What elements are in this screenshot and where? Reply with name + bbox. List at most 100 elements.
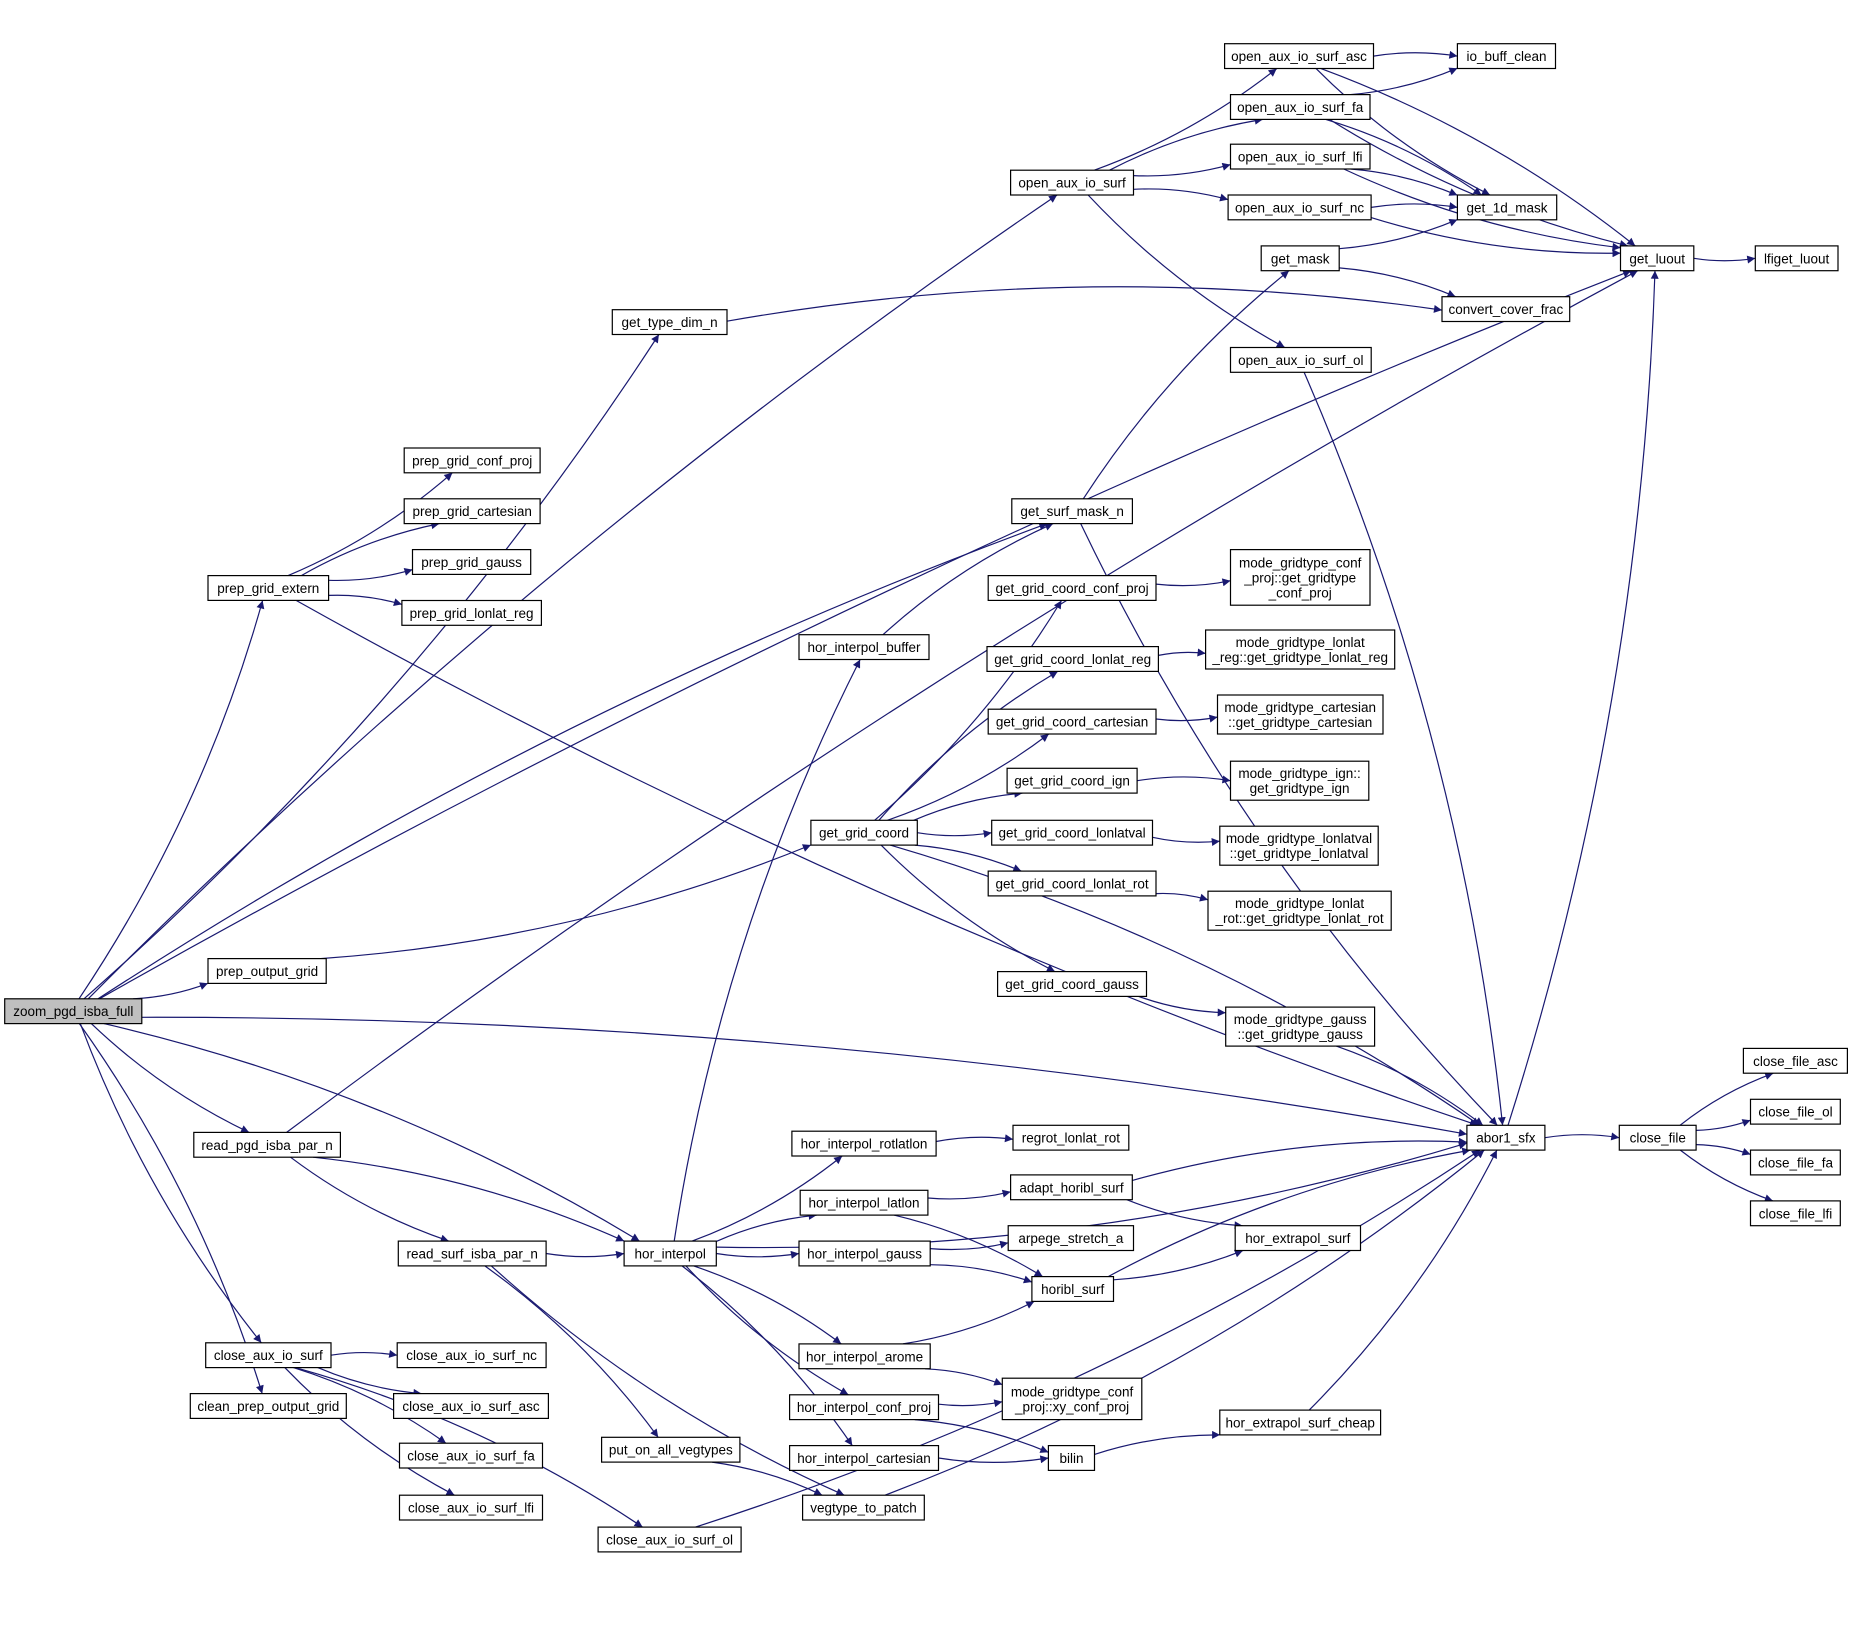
node-open-aux-io-surf[interactable]: open_aux_io_surf bbox=[1009, 169, 1135, 196]
node-box bbox=[798, 634, 930, 661]
node-close-file-ol[interactable]: close_file_ol bbox=[1749, 1098, 1841, 1125]
node-hor-interpol-latlon[interactable]: hor_interpol_latlon bbox=[799, 1189, 929, 1216]
node-read-surf-isba-par-n[interactable]: read_surf_isba_par_n bbox=[397, 1240, 547, 1267]
node-label: prep_grid_extern bbox=[217, 581, 319, 596]
edge-hor_interpol-to-hor_interpol_arome bbox=[693, 1265, 842, 1345]
node-open-aux-io-surf-lfi[interactable]: open_aux_io_surf_lfi bbox=[1229, 143, 1371, 170]
node-box bbox=[799, 1189, 929, 1216]
edge-read_pgd_isba_par_n-to-read_surf_isba_par_n bbox=[290, 1156, 449, 1243]
node-label: hor_interpol_cartesian bbox=[797, 1451, 931, 1466]
node-box bbox=[1456, 194, 1558, 221]
node-horibl-surf[interactable]: horibl_surf bbox=[1031, 1275, 1115, 1302]
node-box bbox=[1260, 245, 1340, 272]
node-close-aux-io-surf-asc[interactable]: close_aux_io_surf_asc bbox=[393, 1392, 550, 1419]
node-get-grid-coord-cartesian[interactable]: get_grid_coord_cartesian bbox=[987, 708, 1157, 735]
node-close-file-lfi[interactable]: close_file_lfi bbox=[1749, 1200, 1841, 1227]
node-hor-extrapol-surf[interactable]: hor_extrapol_surf bbox=[1234, 1225, 1362, 1252]
node-hor-interpol-rotlatlon[interactable]: hor_interpol_rotlatlon bbox=[791, 1130, 937, 1157]
node-close-aux-io-surf-nc[interactable]: close_aux_io_surf_nc bbox=[396, 1342, 547, 1369]
node-open-aux-io-surf-fa[interactable]: open_aux_io_surf_fa bbox=[1229, 93, 1371, 120]
node-close-aux-io-surf-lfi[interactable]: close_aux_io_surf_lfi bbox=[398, 1494, 544, 1521]
node-get-grid-coord-lonlat-reg[interactable]: get_grid_coord_lonlat_reg bbox=[986, 645, 1159, 672]
node-abor1-sfx[interactable]: abor1_sfx bbox=[1466, 1124, 1546, 1151]
node-get-type-dim-n[interactable]: get_type_dim_n bbox=[611, 309, 728, 336]
edge-zoom_pgd_isba_full-to-get_type_dim_n bbox=[83, 334, 660, 1000]
node-box bbox=[1749, 1098, 1841, 1125]
node-io-buff-clean[interactable]: io_buff_clean bbox=[1456, 43, 1557, 70]
node-hor-interpol-gauss[interactable]: hor_interpol_gauss bbox=[798, 1240, 931, 1267]
node-prep-grid-conf-proj[interactable]: prep_grid_conf_proj bbox=[403, 447, 541, 474]
edge-zoom_pgd_isba_full-to-prep_output_grid bbox=[133, 982, 209, 1000]
node-clean-prep-output-grid[interactable]: clean_prep_output_grid bbox=[189, 1392, 347, 1419]
edge-get_grid_coord_cartesian-to-mg_cartesian bbox=[1155, 714, 1218, 723]
node-get-grid-coord-lonlat-rot[interactable]: get_grid_coord_lonlat_rot bbox=[987, 870, 1157, 897]
node-mg-cartesian[interactable]: mode_gridtype_cartesian::get_gridtype_ca… bbox=[1216, 694, 1384, 735]
node-regrot-lonlat-rot[interactable]: regrot_lonlat_rot bbox=[1012, 1124, 1130, 1151]
edge-hor_interpol_arome-to-horibl_surf bbox=[902, 1300, 1035, 1345]
edge-get_grid_coord-to-get_grid_coord_ign bbox=[913, 789, 1023, 821]
node-label: close_aux_io_surf_asc bbox=[402, 1399, 540, 1414]
node-close-aux-io-surf-fa[interactable]: close_aux_io_surf_fa bbox=[398, 1442, 544, 1469]
node-hor-interpol-buffer[interactable]: hor_interpol_buffer bbox=[798, 634, 930, 661]
node-prep-output-grid[interactable]: prep_output_grid bbox=[207, 957, 327, 984]
node-hor-interpol-conf-proj[interactable]: hor_interpol_conf_proj bbox=[788, 1394, 940, 1421]
node-mg-lonlatval[interactable]: mode_gridtype_lonlatval::get_gridtype_lo… bbox=[1219, 825, 1379, 866]
node-mg-xy-conf-proj[interactable]: mode_gridtype_conf_proj::xy_conf_proj bbox=[1001, 1377, 1143, 1421]
node-arpege-stretch-a[interactable]: arpege_stretch_a bbox=[1007, 1225, 1135, 1252]
node-mg-ign[interactable]: mode_gridtype_ign::get_gridtype_ign bbox=[1229, 760, 1370, 801]
edge-get_luout-to-lfiget_luout bbox=[1693, 255, 1756, 264]
node-zoom-pgd-isba-full[interactable]: zoom_pgd_isba_full bbox=[4, 998, 143, 1025]
node-open-aux-io-surf-ol[interactable]: open_aux_io_surf_ol bbox=[1229, 346, 1372, 373]
node-open-aux-io-surf-nc[interactable]: open_aux_io_surf_nc bbox=[1227, 194, 1372, 221]
node-label: hor_interpol_rotlatlon bbox=[801, 1137, 928, 1152]
node-box bbox=[801, 1494, 925, 1521]
node-close-file-asc[interactable]: close_file_asc bbox=[1742, 1047, 1849, 1074]
node-box bbox=[1227, 194, 1372, 221]
edge-get_grid_coord_gauss-to-mg_gauss bbox=[1138, 995, 1226, 1017]
node-adapt-horibl-surf[interactable]: adapt_horibl_surf bbox=[1009, 1174, 1133, 1201]
edge-adapt_horibl_surf-to-abor1_sfx bbox=[1132, 1137, 1467, 1181]
node-read-pgd-isba-par-n[interactable]: read_pgd_isba_par_n bbox=[193, 1131, 342, 1158]
node-open-aux-io-surf-asc[interactable]: open_aux_io_surf_asc bbox=[1223, 43, 1375, 70]
node-label: read_surf_isba_par_n bbox=[407, 1247, 538, 1262]
edge-hor_interpol-to-hor_interpol_latlon bbox=[716, 1211, 817, 1242]
node-hor-interpol-arome[interactable]: hor_interpol_arome bbox=[798, 1343, 931, 1370]
edge-get_mask-to-convert_cover_frac bbox=[1339, 267, 1456, 298]
edge-hor_interpol_latlon-to-adapt_horibl_surf bbox=[927, 1189, 1011, 1200]
node-label: close_aux_io_surf_fa bbox=[407, 1449, 535, 1464]
node-hor-interpol-cartesian[interactable]: hor_interpol_cartesian bbox=[788, 1444, 940, 1471]
node-mg-lonlat-rot[interactable]: mode_gridtype_lonlat_rot::get_gridtype_l… bbox=[1207, 890, 1392, 931]
node-label: bilin bbox=[1059, 1451, 1083, 1466]
node-close-file-fa[interactable]: close_file_fa bbox=[1749, 1149, 1841, 1176]
node-get-grid-coord-gauss[interactable]: get_grid_coord_gauss bbox=[996, 970, 1148, 997]
node-close-aux-io-surf-ol[interactable]: close_aux_io_surf_ol bbox=[597, 1526, 742, 1553]
node-get-mask[interactable]: get_mask bbox=[1260, 245, 1340, 272]
node-put-on-all-vegtypes[interactable]: put_on_all_vegtypes bbox=[600, 1436, 741, 1463]
node-box bbox=[1225, 1006, 1376, 1047]
node-get-surf-mask-n[interactable]: get_surf_mask_n bbox=[1011, 498, 1133, 525]
node-mg-conf-proj[interactable]: mode_gridtype_conf_proj::get_gridtype_co… bbox=[1229, 548, 1371, 606]
node-close-aux-io-surf[interactable]: close_aux_io_surf bbox=[205, 1342, 332, 1369]
node-box bbox=[1047, 1444, 1096, 1471]
node-vegtype-to-patch[interactable]: vegtype_to_patch bbox=[801, 1494, 925, 1521]
node-prep-grid-gauss[interactable]: prep_grid_gauss bbox=[411, 548, 532, 575]
node-lfiget-luout[interactable]: lfiget_luout bbox=[1754, 245, 1839, 272]
node-get-1d-mask[interactable]: get_1d_mask bbox=[1456, 194, 1558, 221]
node-mg-gauss[interactable]: mode_gridtype_gauss::get_gridtype_gauss bbox=[1225, 1006, 1376, 1047]
node-hor-interpol[interactable]: hor_interpol bbox=[623, 1240, 717, 1267]
node-get-grid-coord[interactable]: get_grid_coord bbox=[810, 819, 918, 846]
node-hor-extrapol-surf-cheap[interactable]: hor_extrapol_surf_cheap bbox=[1219, 1409, 1382, 1436]
node-mg-lonlat-reg[interactable]: mode_gridtype_lonlat_reg::get_gridtype_l… bbox=[1204, 629, 1396, 670]
node-get-grid-coord-conf-proj[interactable]: get_grid_coord_conf_proj bbox=[987, 574, 1157, 601]
node-bilin[interactable]: bilin bbox=[1047, 1444, 1096, 1471]
node-label: open_aux_io_surf_nc bbox=[1235, 200, 1364, 215]
node-prep-grid-extern[interactable]: prep_grid_extern bbox=[207, 574, 330, 601]
node-get-luout[interactable]: get_luout bbox=[1619, 245, 1695, 272]
node-label: get_gridtype_ign bbox=[1250, 781, 1350, 796]
node-get-grid-coord-ign[interactable]: get_grid_coord_ign bbox=[1006, 767, 1138, 794]
node-convert-cover-frac[interactable]: convert_cover_frac bbox=[1441, 296, 1571, 323]
node-prep-grid-cartesian[interactable]: prep_grid_cartesian bbox=[403, 498, 541, 525]
node-prep-grid-lonlat-reg[interactable]: prep_grid_lonlat_reg bbox=[401, 599, 542, 626]
node-close-file[interactable]: close_file bbox=[1618, 1124, 1697, 1151]
node-get-grid-coord-lonlatval[interactable]: get_grid_coord_lonlatval bbox=[991, 819, 1154, 846]
